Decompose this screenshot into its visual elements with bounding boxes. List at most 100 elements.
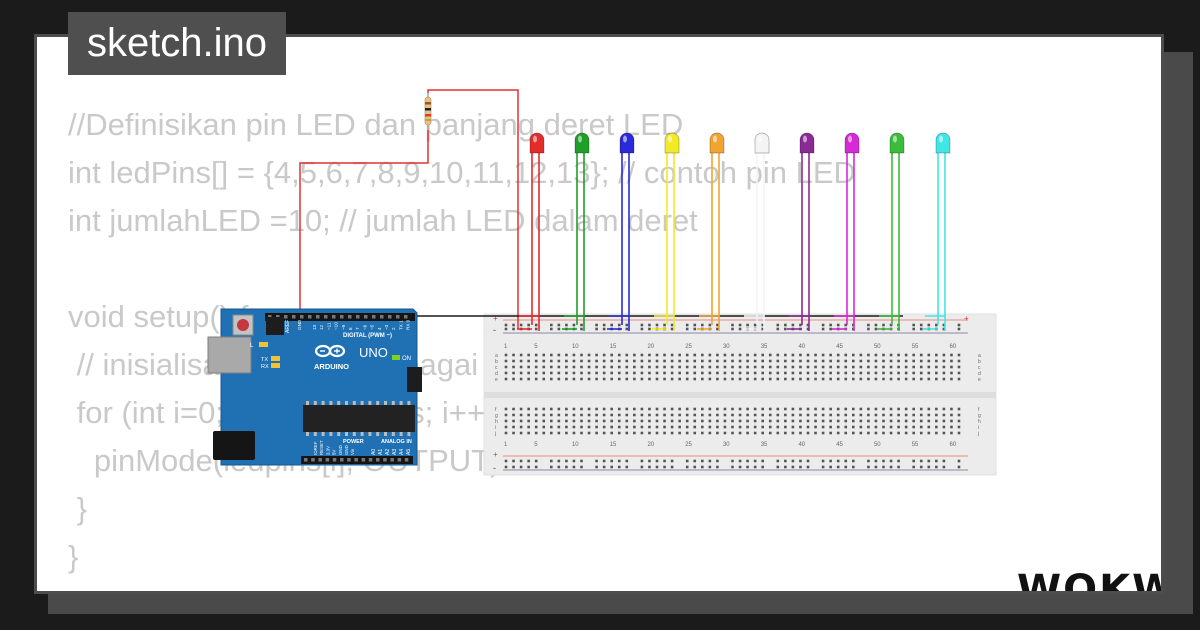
column-number: 1 (504, 344, 508, 350)
pin-label: 13 (312, 324, 317, 330)
column-number: 40 (798, 344, 805, 350)
row-letter: e (978, 377, 981, 383)
led[interactable] (697, 132, 725, 331)
row-letter: d (495, 371, 498, 377)
wire-resistor-rail[interactable] (427, 89, 519, 329)
code-line: } (68, 491, 87, 526)
led[interactable] (787, 132, 815, 331)
board-model-label: UNO (359, 345, 388, 360)
wokwi-logo-icon: WOKWI (1017, 567, 1164, 594)
row-letter: h (495, 419, 498, 425)
column-number: 40 (798, 442, 805, 448)
wokwi-logo: WOKWI (1013, 561, 1164, 594)
row-letter: f (495, 407, 497, 413)
row-letter: a (495, 353, 498, 359)
reset-button[interactable] (237, 319, 249, 331)
pin-label: 7 (355, 327, 360, 330)
file-tab[interactable]: sketch.ino (68, 12, 286, 75)
column-number: 5 (534, 344, 538, 350)
led[interactable] (877, 132, 905, 331)
on-led (392, 355, 400, 360)
resistor[interactable] (424, 93, 432, 130)
power-pin-label: 5V (332, 450, 337, 455)
pin-label: ~3 (384, 324, 389, 330)
analog-pin-label: A1 (378, 449, 384, 455)
led[interactable] (832, 132, 860, 331)
board-brand-label: ARDUINO (314, 362, 349, 371)
rx-led (271, 363, 280, 368)
column-number: 45 (836, 344, 843, 350)
led[interactable] (923, 132, 951, 331)
pin-label: 12 (319, 324, 324, 330)
rail-minus-label: - (493, 325, 496, 335)
pin-label: 8 (348, 327, 353, 330)
row-letter: c (495, 365, 498, 371)
icsp-header-right (407, 367, 422, 392)
column-number: 10 (572, 344, 579, 350)
column-number: 35 (761, 344, 768, 350)
column-number: 15 (610, 442, 617, 448)
column-number: 30 (723, 344, 730, 350)
column-number: 60 (949, 442, 956, 448)
power-pin-label: GND (344, 445, 349, 455)
column-number: 50 (874, 442, 881, 448)
row-letter: b (495, 359, 498, 365)
wire-gnd-resistor[interactable] (299, 130, 429, 317)
column-number: 5 (534, 442, 538, 448)
digital-header-label: DIGITAL (PWM ~) (343, 333, 392, 339)
preview-card: //Definisikan pin LED dan panjang deret … (34, 34, 1164, 594)
analog-header-label: ANALOG IN (381, 439, 412, 445)
pin-label: ~9 (341, 324, 346, 330)
on-led-label: ON (402, 356, 411, 362)
column-number: 60 (949, 344, 956, 350)
row-letter: h (978, 419, 981, 425)
wokwi-logo-text: WOKWI (1017, 567, 1164, 594)
breadboard[interactable]: 1155101015152020252530303535404045455050… (483, 313, 997, 476)
pin-label: ~10 (334, 322, 339, 330)
led[interactable] (562, 132, 590, 331)
rail-plus-label: + (493, 314, 498, 323)
column-number: 25 (685, 344, 692, 350)
pin-label: 2 (391, 327, 396, 330)
row-letter: j (494, 431, 496, 437)
analog-pin-label: A2 (385, 449, 391, 455)
code-line: int ledPins[] = {4,5,6,7,8,9,10,11,12,13… (68, 155, 856, 190)
pin-label: ~6 (362, 324, 367, 330)
column-number: 10 (572, 442, 579, 448)
power-pin-label: GND (338, 445, 343, 455)
column-number: 55 (912, 442, 919, 448)
power-header-label: POWER (343, 439, 364, 445)
pin-label: ~5 (370, 324, 375, 330)
row-letter: i (978, 425, 979, 431)
column-number: 15 (610, 344, 617, 350)
pin-label: ~11 (326, 322, 331, 330)
tx-led-label: TX (261, 357, 268, 363)
analog-pin-label: A3 (392, 449, 398, 455)
code-line: } (68, 539, 79, 574)
code-line: //Definisikan pin LED dan panjang deret … (68, 107, 684, 142)
led[interactable] (742, 132, 770, 331)
rail-minus-label-bottom: - (493, 463, 496, 473)
row-letter: g (978, 413, 981, 419)
row-letter: a (978, 353, 981, 359)
breadboard-holes (504, 323, 961, 469)
column-number: 30 (723, 442, 730, 448)
led[interactable] (652, 132, 680, 331)
column-number: 1 (504, 442, 508, 448)
row-letter: i (495, 425, 496, 431)
power-pin-label: IOREF (313, 441, 318, 455)
led[interactable] (607, 132, 635, 331)
row-letter: g (495, 413, 498, 419)
row-letter: c (978, 365, 981, 371)
led[interactable] (517, 132, 545, 331)
rx-led-label: RX (261, 364, 269, 370)
analog-pin-label: A4 (399, 449, 405, 455)
analog-pin-label: A0 (371, 449, 377, 455)
power-pin-label: Vin (350, 448, 355, 455)
power-pin-label: RESET (319, 440, 324, 455)
wires (295, 89, 903, 329)
pin-label: TX 1 (398, 320, 403, 330)
power-jack (213, 431, 255, 460)
pin-label: 4 (377, 327, 382, 330)
